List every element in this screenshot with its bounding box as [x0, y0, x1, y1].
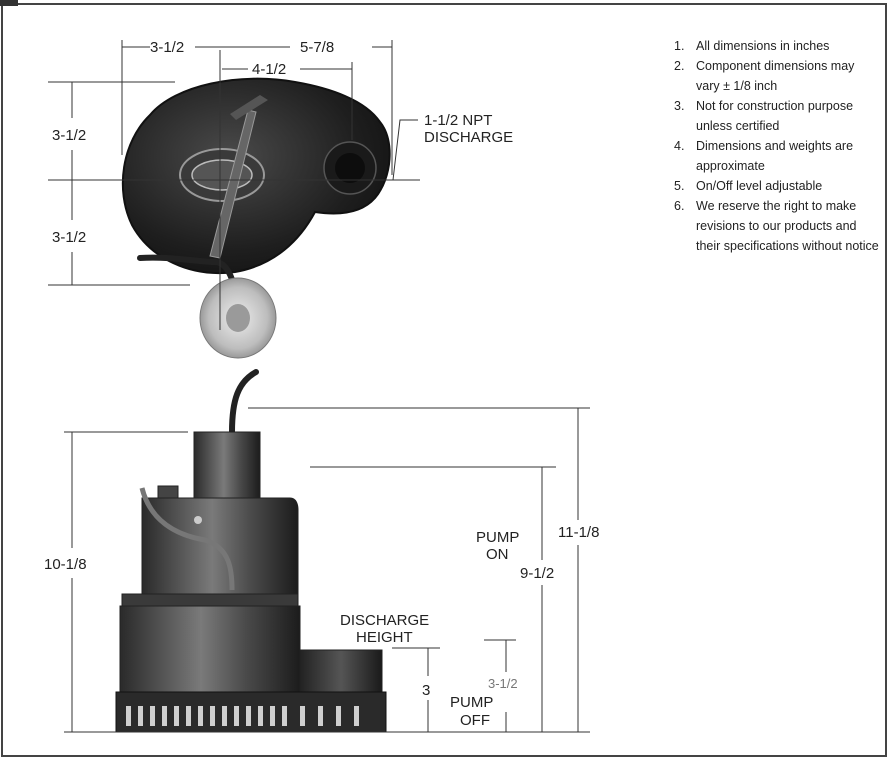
- page-border: [1, 3, 887, 757]
- power-cord-side: [229, 369, 259, 435]
- note-text: Not for construction purpose unless cert…: [696, 99, 854, 133]
- note-text: We reserve the right to make revisions t…: [696, 199, 879, 253]
- note-item: 1. All dimensions in inches: [674, 36, 879, 56]
- top-view: [48, 50, 420, 359]
- pump-off-label-2: OFF: [460, 712, 490, 729]
- dim-width-left: 3-1/2: [150, 39, 184, 56]
- corner-mark: [0, 0, 18, 6]
- discharge-height-label-2: HEIGHT: [356, 629, 413, 646]
- note-text: On/Off level adjustable: [696, 179, 823, 193]
- pump-lower-body: [119, 605, 301, 695]
- note-number: 1.: [674, 39, 685, 53]
- pump-off-label-1: PUMP: [450, 694, 493, 711]
- side-view: [115, 369, 387, 733]
- float-switch-tube: [139, 487, 235, 591]
- note-text: Component dimensions may vary ± 1/8 inch: [696, 59, 855, 93]
- float-clip: [157, 485, 179, 499]
- note-number: 3.: [674, 99, 685, 113]
- note-text: Dimensions and weights are approximate: [696, 139, 854, 173]
- note-number: 5.: [674, 179, 685, 193]
- dim-width-mid: 4-1/2: [252, 61, 286, 78]
- note-item: 4. Dimensions and weights are approximate: [674, 136, 879, 176]
- note-item: 2. Component dimensions may vary ± 1/8 in…: [674, 56, 879, 96]
- dim-overall-height: 10-1/8: [44, 556, 87, 573]
- dim-height-lower: 3-1/2: [52, 229, 86, 246]
- discharge-height-label-1: DISCHARGE: [340, 612, 429, 629]
- dim-height-upper: 3-1/2: [52, 127, 86, 144]
- pump-on-label-1: PUMP: [476, 529, 519, 546]
- dim-pump-off: 3-1/2: [488, 676, 518, 691]
- float-ball-hole: [226, 304, 250, 332]
- dim-total-height: 11-1/8: [558, 524, 599, 541]
- side-dimensions: [64, 407, 590, 733]
- handle-strap-2: [230, 95, 268, 120]
- note-item: 6. We reserve the right to make revisions…: [674, 196, 879, 256]
- notes-list: 1. All dimensions in inches 2. Component d…: [674, 36, 879, 256]
- note-item: 5. On/Off level adjustable: [674, 176, 879, 196]
- note-item: 3. Not for construction purpose unless ce…: [674, 96, 879, 136]
- discharge-size-label: 1-1/2 NPT: [424, 112, 492, 129]
- note-text: All dimensions in inches: [696, 39, 830, 53]
- dim-discharge-height: 3: [422, 682, 430, 699]
- bolt: [194, 516, 202, 524]
- top-dimensions: [48, 40, 418, 286]
- discharge-type-label: DISCHARGE: [424, 129, 513, 146]
- base-grille: [126, 706, 359, 726]
- dim-width-right: 5-7/8: [300, 39, 334, 56]
- motor-housing: [193, 431, 261, 501]
- note-number: 6.: [674, 199, 685, 213]
- discharge-outlet-inner: [335, 153, 365, 183]
- pump-on-label-2: ON: [486, 546, 509, 563]
- dim-pump-on: 9-1/2: [520, 565, 554, 582]
- note-number: 4.: [674, 139, 685, 153]
- note-number: 2.: [674, 59, 685, 73]
